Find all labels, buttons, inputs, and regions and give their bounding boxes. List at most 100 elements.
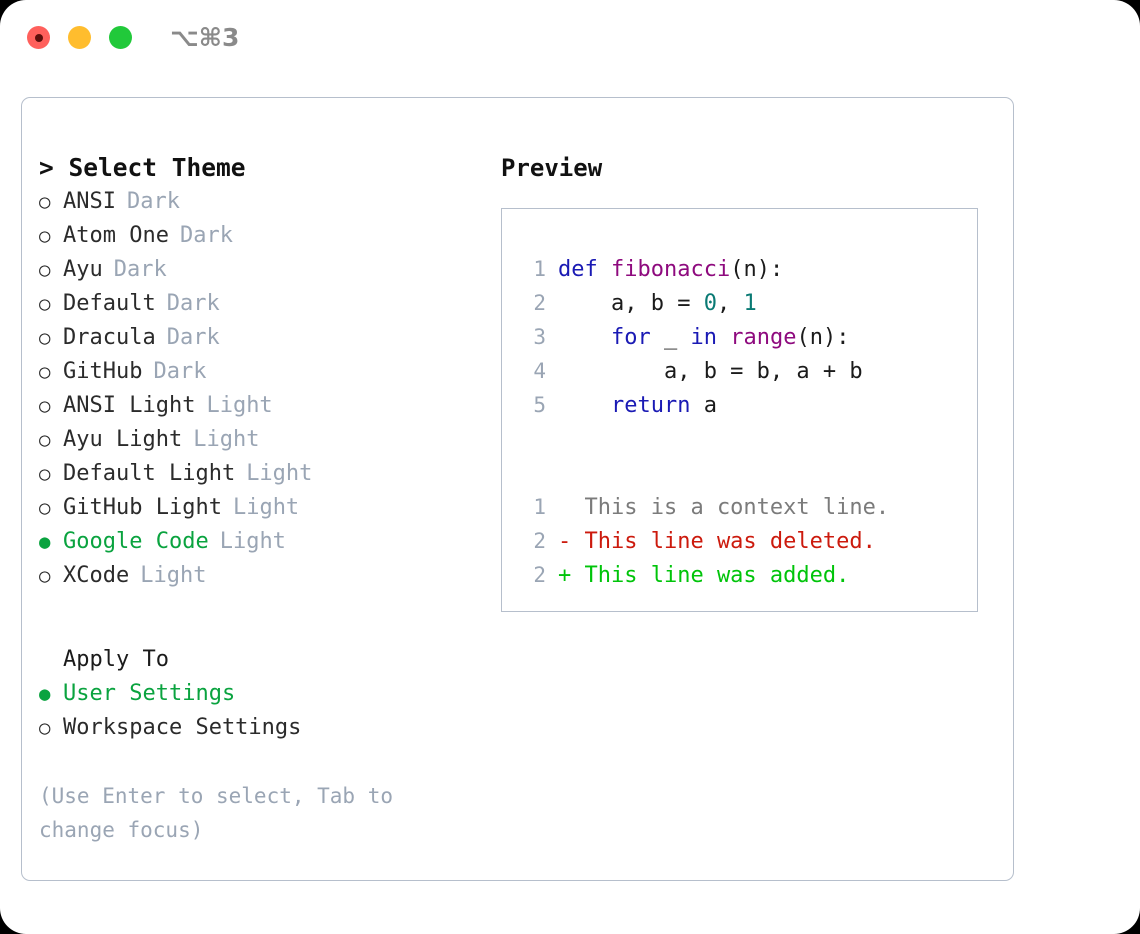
- apply-to-option-list[interactable]: ●User Settings ○ Workspace Settings: [39, 677, 489, 745]
- theme-variant-badge: Light: [219, 529, 286, 554]
- keyboard-shortcut-label: ⌥⌘3: [170, 23, 240, 52]
- theme-option-label: Ayu: [63, 257, 103, 282]
- theme-option-label: Dracula: [63, 325, 156, 350]
- code-token-plain: _: [650, 325, 691, 350]
- theme-option-label: ANSI Light: [63, 393, 196, 418]
- traffic-lights: [27, 26, 132, 49]
- minimize-window-button[interactable]: [68, 26, 91, 49]
- code-token-kw: for: [610, 325, 651, 350]
- theme-option-ayu[interactable]: ○ Ayu Dark: [39, 253, 489, 287]
- apply-to-option-user-settings[interactable]: ●User Settings: [39, 677, 489, 711]
- theme-option-ansi-light[interactable]: ○ ANSI Light Light: [39, 389, 489, 423]
- line-number: 1: [533, 495, 546, 519]
- page-title: > Select Theme: [39, 151, 489, 185]
- apply-to-option-label: Workspace Settings: [63, 715, 302, 740]
- apply-to-option-workspace-settings[interactable]: ○ Workspace Settings: [39, 711, 489, 745]
- line-number: 2: [533, 529, 546, 553]
- radio-selected-icon: ●: [39, 531, 51, 553]
- theme-option-default[interactable]: ○ Default Dark: [39, 287, 489, 321]
- theme-variant-badge: Dark: [179, 223, 233, 248]
- theme-variant-badge: Dark: [126, 189, 180, 214]
- page-title-text: [54, 153, 69, 182]
- theme-option-github[interactable]: ○ GitHub Dark: [39, 355, 489, 389]
- theme-option-label: Google Code: [63, 529, 209, 554]
- theme-variant-badge: Dark: [166, 291, 220, 316]
- theme-variant-badge: Light: [193, 427, 260, 452]
- theme-option-label: GitHub Light: [63, 495, 222, 520]
- code-line-text: a, b = b, a + b: [558, 355, 863, 389]
- theme-option-xcode[interactable]: ○ XCode Light: [39, 559, 489, 593]
- theme-variant-badge: Dark: [113, 257, 167, 282]
- code-line: 2 a, b = 0, 1: [502, 286, 977, 320]
- radio-unselected-icon: ○: [39, 293, 51, 315]
- code-token-plain: [558, 393, 611, 418]
- code-token-plain: (n):: [796, 325, 850, 350]
- diff-line-context: 1 This is a context line.: [502, 490, 977, 524]
- diff-line-deleted: 2- This line was deleted.: [502, 524, 977, 558]
- line-number: 1: [533, 257, 546, 281]
- spacer: [502, 456, 977, 490]
- code-token-fn: fibonacci: [610, 257, 731, 282]
- code-token-kw: return: [610, 393, 691, 418]
- apply-to-option-label: User Settings: [63, 681, 236, 706]
- theme-variant-badge: Light: [232, 495, 300, 520]
- radio-unselected-icon: ○: [39, 327, 51, 349]
- radio-unselected-icon: ○: [39, 463, 51, 485]
- diff-line-added: 2+ This line was added.: [502, 558, 977, 592]
- radio-unselected-icon: ○: [39, 717, 51, 739]
- code-token-kw: def: [558, 257, 611, 282]
- prompt-caret-icon: >: [39, 153, 54, 182]
- code-line: 3 for _ in range(n):: [502, 320, 977, 354]
- diff-line-text: This is a context line.: [558, 495, 890, 520]
- theme-option-label: Default: [63, 291, 156, 316]
- theme-variant-badge: Light: [246, 461, 313, 486]
- line-number: 5: [533, 393, 546, 417]
- theme-option-label: XCode: [63, 563, 130, 588]
- theme-variant-badge: Light: [140, 563, 207, 588]
- code-token-fn: range: [730, 325, 797, 350]
- close-window-button[interactable]: [27, 26, 50, 49]
- theme-variant-badge: Dark: [153, 359, 207, 384]
- select-theme-label: Select Theme: [68, 153, 246, 182]
- theme-option-default-light[interactable]: ○ Default Light Light: [39, 457, 489, 491]
- spacer: [39, 593, 489, 643]
- code-line-text: a, b = 0, 1: [558, 287, 757, 321]
- code-token-plain: (n):: [730, 257, 784, 282]
- radio-unselected-icon: ○: [39, 395, 51, 417]
- theme-option-label: Default Light: [63, 461, 236, 486]
- theme-option-label: Atom One: [63, 223, 169, 248]
- diff-sample: 1 This is a context line.2- This line wa…: [502, 490, 977, 592]
- theme-option-github-light[interactable]: ○ GitHub Light Light: [39, 491, 489, 525]
- theme-option-label: ANSI: [63, 189, 116, 214]
- theme-option-label: Ayu Light: [63, 427, 183, 452]
- spacer: [502, 422, 977, 456]
- title-bar: ⌥⌘3: [0, 0, 1140, 78]
- code-token-plain: [558, 325, 611, 350]
- code-token-plain: ,: [716, 291, 744, 316]
- apply-to-heading: Apply To: [63, 647, 169, 672]
- theme-option-label: GitHub: [63, 359, 143, 384]
- radio-unselected-icon: ○: [39, 361, 51, 383]
- theme-variant-badge: Light: [206, 393, 273, 418]
- radio-unselected-icon: ○: [39, 497, 51, 519]
- code-line-text: return a: [558, 389, 717, 423]
- theme-option-ansi[interactable]: ○ ANSI Dark: [39, 185, 489, 219]
- radio-unselected-icon: ○: [39, 565, 51, 587]
- help-hint-text: (Use Enter to select, Tab to change focu…: [39, 784, 406, 842]
- line-number: 2: [533, 563, 546, 587]
- radio-unselected-icon: ○: [39, 259, 51, 281]
- maximize-window-button[interactable]: [109, 26, 132, 49]
- line-number: 4: [533, 359, 546, 383]
- theme-option-google-code[interactable]: ● Google Code Light: [39, 525, 489, 559]
- radio-unselected-icon: ○: [39, 191, 51, 213]
